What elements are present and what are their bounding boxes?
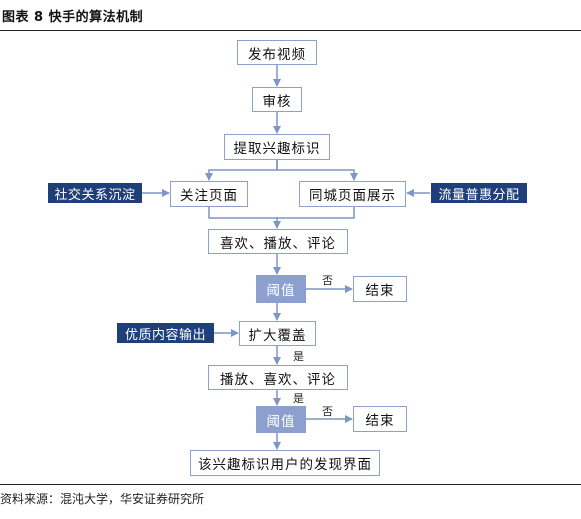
node-expand: 扩大覆盖 bbox=[239, 321, 316, 346]
arrow-extract-local bbox=[276, 160, 358, 181]
arrow-local-interact bbox=[277, 207, 355, 219]
node-discover: 该兴趣标识用户的发现界面 bbox=[190, 450, 380, 476]
node-interact1: 喜欢、播放、评论 bbox=[208, 229, 348, 254]
source-note: 资料来源：混沌大学，华安证券研究所 bbox=[0, 492, 205, 506]
node-publish: 发布视频 bbox=[237, 40, 317, 65]
node-follow: 关注页面 bbox=[170, 181, 248, 207]
edge-label-no-1: 否 bbox=[322, 274, 333, 287]
tag-social: 社交关系沉淀 bbox=[48, 183, 142, 203]
node-review: 审核 bbox=[252, 87, 302, 112]
edge-label-yes-1: 是 bbox=[293, 350, 304, 363]
tag-quality: 优质内容输出 bbox=[117, 323, 214, 343]
bottom-rule bbox=[0, 484, 581, 485]
node-extract: 提取兴趣标识 bbox=[224, 134, 330, 160]
node-local: 同城页面展示 bbox=[299, 181, 406, 207]
figure-title: 图表 8 快手的算法机制 bbox=[2, 10, 144, 25]
node-end1: 结束 bbox=[353, 276, 407, 302]
arrow-extract-follow bbox=[205, 160, 278, 181]
top-rule bbox=[0, 30, 581, 31]
edge-label-no-2: 否 bbox=[322, 405, 333, 418]
arrow-follow-interact bbox=[208, 207, 281, 229]
edge-label-yes-2: 是 bbox=[293, 392, 304, 405]
node-threshold1: 阈值 bbox=[256, 275, 306, 303]
node-end2: 结束 bbox=[353, 406, 407, 432]
node-threshold2: 阈值 bbox=[256, 406, 306, 433]
node-interact2: 播放、喜欢、评论 bbox=[208, 365, 348, 390]
tag-traffic: 流量普惠分配 bbox=[431, 183, 527, 203]
